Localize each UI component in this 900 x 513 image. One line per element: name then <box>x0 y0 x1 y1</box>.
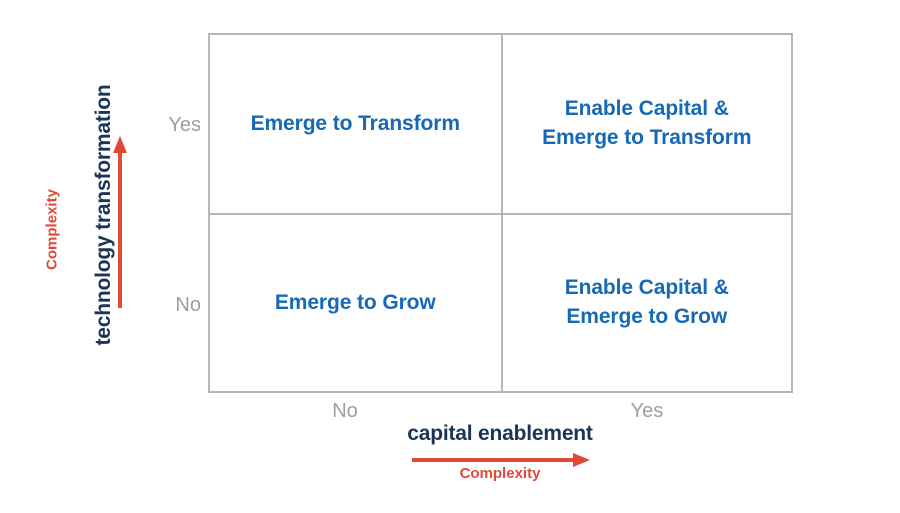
arrow-right-icon <box>412 452 590 468</box>
x-axis-complexity-label: Complexity <box>459 465 541 482</box>
arrow-up-icon <box>112 136 128 308</box>
quadrant-top-right[interactable]: Enable Capital & Emerge to Transform <box>500 35 791 213</box>
x-axis-tick-yes: Yes <box>630 400 664 422</box>
quadrant-bottom-left[interactable]: Emerge to Grow <box>210 213 501 391</box>
x-axis-tick-no: No <box>332 400 358 422</box>
quadrant-bottom-right[interactable]: Enable Capital & Emerge to Grow <box>500 213 791 391</box>
quadrant-bottom-right-label: Enable Capital & Emerge to Grow <box>564 276 729 328</box>
y-axis-tick-yes: Yes <box>168 114 201 136</box>
quadrant-top-right-label: Enable Capital & Emerge to Transform <box>542 97 752 149</box>
matrix-grid: Emerge to Transform Enable Capital & Eme… <box>208 33 793 393</box>
x-axis-title: capital enablement <box>407 422 593 445</box>
quadrant-top-left-label: Emerge to Transform <box>250 111 460 135</box>
quadrant-top-left[interactable]: Emerge to Transform <box>210 35 501 213</box>
y-axis-complexity-label: Complexity <box>43 189 61 270</box>
quadrant-bottom-left-label: Emerge to Grow <box>274 290 436 314</box>
y-axis-tick-no: No <box>175 294 201 316</box>
